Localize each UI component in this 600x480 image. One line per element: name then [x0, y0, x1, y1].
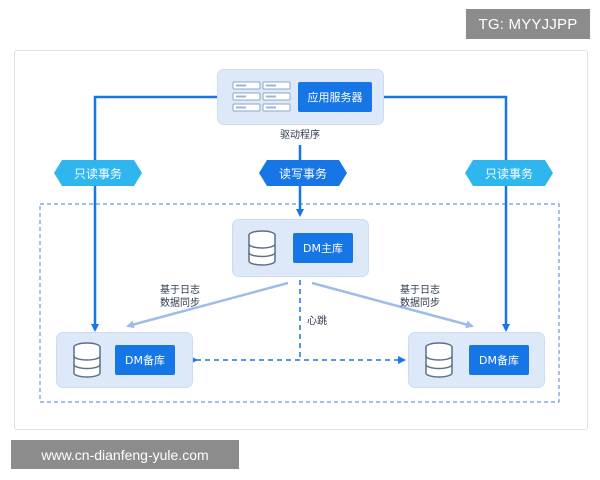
sync-left-caption-line1: 基于日志 [160, 285, 200, 296]
dm-standby-right-node: DM备库 [409, 333, 544, 387]
watermark-bottom: www.cn-dianfeng-yule.com [11, 440, 239, 469]
dm-standby-left-node: DM备库 [57, 333, 192, 387]
readonly-left-line [91, 95, 218, 332]
heartbeat-label: 心跳 [304, 315, 330, 328]
sync-right-line [311, 281, 474, 329]
app-server-label: 应用服务器 [298, 82, 372, 112]
server-rack-icon [232, 81, 291, 112]
readonly-right-tag: 只读事务 [464, 160, 554, 186]
sync-right-caption: 基于日志 数据同步 [390, 284, 450, 310]
database-icon [73, 342, 101, 378]
readonly-right-line [383, 95, 510, 332]
app-server-node: 应用服务器 [218, 70, 383, 124]
driver-label: 驱动程序 [280, 130, 320, 141]
dm-standby-right-label: DM备库 [469, 345, 529, 375]
dm-primary-label: DM主库 [293, 233, 353, 263]
sync-right-caption-line1: 基于日志 [400, 285, 440, 296]
readwrite-tag: 读写事务 [258, 160, 348, 186]
database-icon [425, 342, 453, 378]
readonly-left-tag: 只读事务 [53, 160, 143, 186]
sync-left-line [126, 281, 289, 329]
watermark-top: TG: MYYJJPP [466, 9, 590, 39]
sync-right-caption-line2: 数据同步 [400, 298, 440, 309]
dm-standby-left-label: DM备库 [115, 345, 175, 375]
dm-primary-node: DM主库 [233, 220, 368, 276]
database-icon [248, 230, 276, 266]
sync-left-caption: 基于日志 数据同步 [150, 284, 210, 310]
sync-left-caption-line2: 数据同步 [160, 298, 200, 309]
